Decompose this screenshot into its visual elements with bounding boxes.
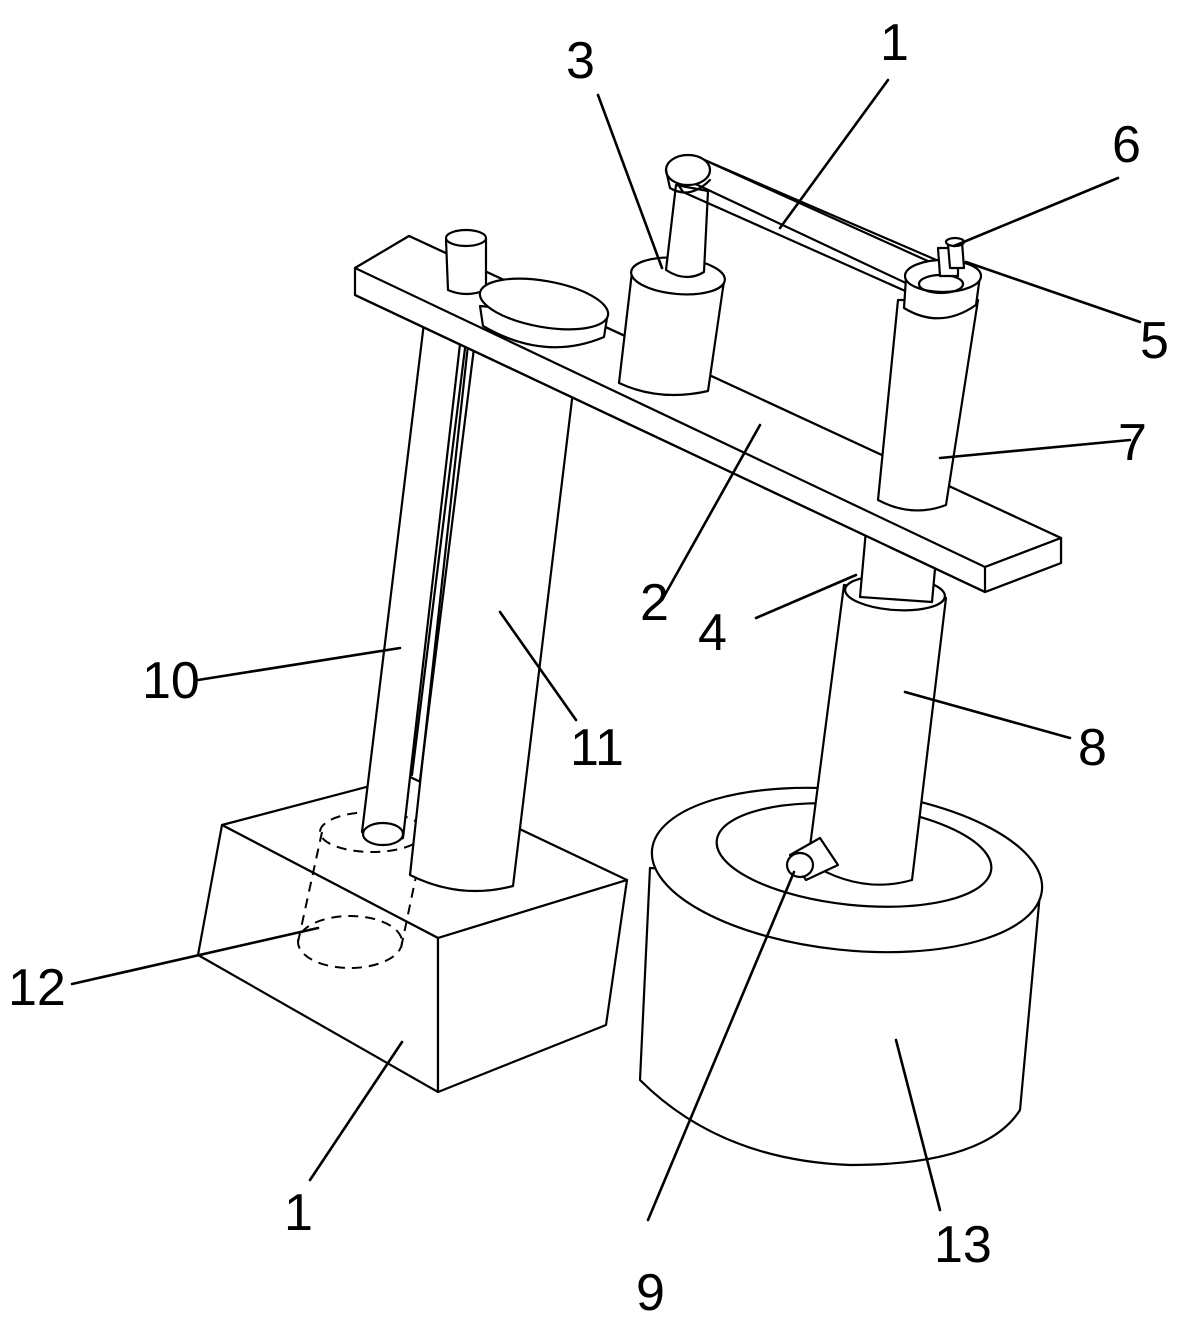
leader-lines xyxy=(70,78,1142,1222)
upper-sleeve xyxy=(617,256,726,397)
rod xyxy=(360,288,482,847)
beam-post xyxy=(444,228,488,296)
label-column: 11 xyxy=(570,719,624,777)
label-upper-cylinder: 7 xyxy=(1118,414,1147,472)
label-top-shaft: 6 xyxy=(1112,116,1141,174)
label-top-belt: 1 xyxy=(880,14,909,72)
label-left-base: 1 xyxy=(284,1184,313,1242)
label-round-base: 13 xyxy=(934,1216,992,1274)
left-pulley xyxy=(664,153,712,194)
upper-shaft xyxy=(664,183,710,279)
label-right-pulley: 5 xyxy=(1140,312,1169,370)
label-upper-sleeve: 3 xyxy=(566,32,595,90)
beam-disc xyxy=(478,277,610,349)
left-base-block xyxy=(196,774,629,1094)
label-side-pin: 9 xyxy=(636,1264,665,1322)
label-lower-cylinder: 8 xyxy=(1078,719,1107,777)
upper-cylinder xyxy=(876,298,980,512)
part-labels: 3 1 6 5 7 2 4 8 10 11 12 1 9 13 xyxy=(8,14,1169,1322)
top-shaft xyxy=(936,236,966,278)
label-beam: 2 xyxy=(640,574,669,632)
column xyxy=(408,343,580,893)
label-rod: 10 xyxy=(142,652,200,710)
label-lower-shaft: 4 xyxy=(698,604,727,662)
label-hidden-cylinder: 12 xyxy=(8,959,66,1017)
